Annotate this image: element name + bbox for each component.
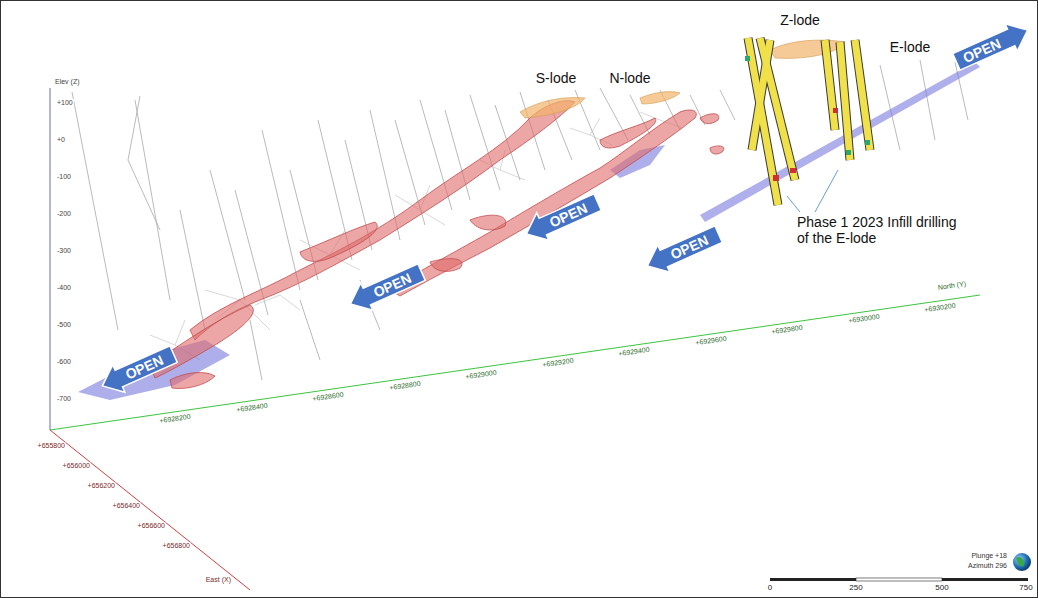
scale-bar [770,578,1028,581]
east-tick: +656400 [112,502,141,510]
lode-name: E-lode [888,39,932,55]
east-axis [50,430,250,590]
lode-name: N-lode [607,70,652,86]
elevation-tick: -100 [56,173,72,181]
arrow-body [520,188,603,247]
orientation-globe [1013,553,1031,571]
north-axis [50,295,980,430]
elevation-tick: +100 [56,99,74,107]
arrow-body [344,258,427,317]
elevation-tick: -400 [56,284,72,292]
east-tick: East (X) [205,576,232,584]
lode-caps [520,40,845,118]
elevation-tick: Elev (Z) [54,78,81,86]
scale-value: 750 [1017,583,1034,592]
elevation-tick: -700 [56,395,72,403]
elevation-tick: -600 [56,358,72,366]
elevation-tick: -200 [56,210,72,218]
elevation-tick: -500 [56,321,72,329]
scale-value: 250 [847,583,864,592]
elevation-tick: -300 [56,247,72,255]
east-tick: +656600 [137,522,166,530]
arrow-body [96,340,179,399]
east-tick: +656800 [162,542,191,550]
scale-value: 500 [933,583,950,592]
callout-leaders [787,170,838,212]
east-tick: +656200 [87,482,116,490]
arrow-body [641,220,724,279]
east-tick: +656000 [62,462,91,470]
orientation-globe [1016,557,1024,566]
view-orientation: Azimuth 296 [967,562,1008,570]
infill-holes [745,38,870,205]
drill-traces [72,60,968,380]
east-tick: +655800 [37,442,66,450]
lode-name: S-lode [534,70,578,86]
lode-name: Z-lode [778,12,822,28]
z-axis [50,88,51,430]
callout-note: Phase 1 2023 Infill drilling of the E-lo… [795,214,959,246]
scale-value: 0 [766,583,774,592]
lode-bodies [150,101,724,389]
arrow-body [950,16,1033,75]
elevation-tick: +0 [56,136,66,144]
view-orientation: Plunge +18 [970,552,1008,560]
